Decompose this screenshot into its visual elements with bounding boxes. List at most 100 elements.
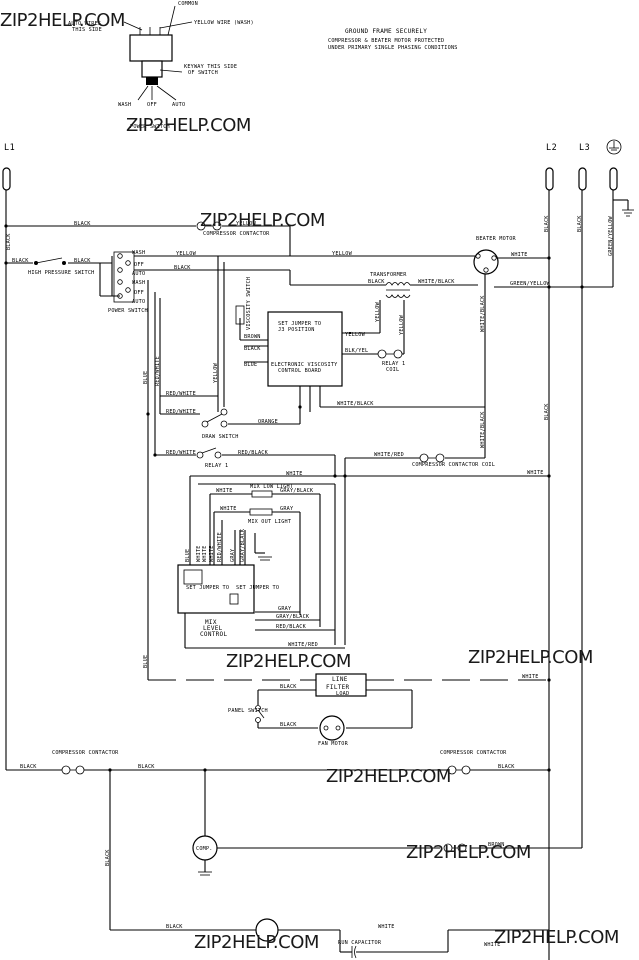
- wire-label: BLACK: [577, 215, 583, 232]
- wire-label: YELLOW: [213, 362, 219, 383]
- wire-label: WHITE: [216, 488, 233, 494]
- compressor-contactor-top: COMPRESSOR CONTACTOR: [196, 221, 270, 237]
- ground-connector: [609, 167, 618, 191]
- hp-switch-label: HIGH PRESSURE SWITCH: [28, 270, 94, 276]
- beater-motor-label: BEATER MOTOR: [476, 236, 517, 242]
- contactor-left-label: COMPRESSOR CONTACTOR: [52, 750, 119, 756]
- wire-label: YELLOW: [399, 314, 405, 335]
- wire-label: BROWN: [488, 842, 505, 848]
- terminal-l2-label: L2: [546, 143, 557, 153]
- switch-auto-label: AUTO: [172, 102, 185, 108]
- ps-off-1: OFF: [134, 262, 144, 268]
- wire-label: BLACK: [105, 849, 111, 866]
- mix-lights: MIX LOW LIGHT MIX OUT LIGHT: [248, 484, 293, 525]
- junction-dots: [4, 224, 584, 772]
- wire-label: YELLOW: [375, 301, 381, 322]
- terminal-l3: L3: [578, 143, 590, 191]
- wire-label: RED/BLACK: [238, 450, 269, 456]
- switch-yellow-wire-label: YELLOW WIRE (WASH): [194, 20, 254, 26]
- watermark: ZIP2HELP.COM: [226, 651, 351, 672]
- wire-label: BLACK: [74, 258, 91, 264]
- wire-label: BROWN: [244, 334, 261, 340]
- wire-label: WHITE: [522, 674, 539, 680]
- protect-note-1: COMPRESSOR & BEATER MOTOR PROTECTED: [328, 38, 444, 44]
- wire-label: WHITE/BLACK: [337, 401, 374, 407]
- ground-icon: [606, 139, 622, 155]
- ps-off-2: OFF: [134, 290, 144, 296]
- ps-auto-2: AUTO: [132, 299, 145, 305]
- mix-level-label-1: MIX: [205, 619, 217, 626]
- line-filter-label-3: LOAD: [336, 691, 349, 697]
- mix-out-light-label: MIX OUT LIGHT: [248, 519, 291, 525]
- wire-label: RED/WHITE: [166, 391, 196, 397]
- watermark: ZIP2HELP.COM: [0, 10, 125, 31]
- evb-jumper-2: J3 POSITION: [278, 327, 315, 333]
- compressor-contactor-right: COMPRESSOR CONTACTOR: [440, 750, 507, 775]
- watermark: ZIP2HELP.COM: [406, 842, 531, 863]
- wire-label: RED/BLACK: [276, 624, 307, 630]
- evb: SET JUMPER TO J3 POSITION ELECTRONIC VIS…: [267, 311, 343, 387]
- wire-label: BLUE: [185, 549, 191, 562]
- switch-body: [129, 34, 173, 62]
- protect-note-2: UNDER PRIMARY SINGLE PHASING CONDITIONS: [328, 45, 458, 51]
- switch-off-label: OFF: [147, 102, 157, 108]
- wire-label: GREEN/YELLOW: [608, 215, 614, 256]
- wire-label: WHITE: [196, 545, 202, 562]
- relay1-coil: RELAY 1 COIL: [377, 349, 405, 373]
- viscosity-label: VISCOSITY SWITCH: [246, 277, 252, 330]
- wire-label: WHITE/BLACK: [480, 295, 486, 332]
- ps-label: POWER SWITCH: [108, 308, 148, 314]
- relay1-coil-label-1: RELAY 1: [382, 361, 405, 367]
- watermark: ZIP2HELP.COM: [326, 766, 451, 787]
- notes: GROUND FRAME SECURELY COMPRESSOR & BEATE…: [328, 28, 458, 51]
- ps-wash-1: WASH: [132, 250, 145, 256]
- mix-jumper-label: SET JUMPER TO: [186, 585, 229, 591]
- wires: [5, 190, 634, 960]
- terminal-l2-connector: [545, 167, 554, 191]
- wire-label: WHITE/RED: [374, 452, 404, 458]
- wire-label: RED/WHITE: [166, 409, 196, 415]
- wire-label: WHITE: [202, 545, 208, 562]
- line-filter: LINE FILTER LOAD: [315, 673, 367, 697]
- run-capacitor-label: RUN CAPACITOR: [338, 940, 382, 946]
- switch-toggle: [146, 77, 158, 85]
- wire-label: GRAY: [280, 506, 294, 512]
- wire-label: WHITE: [527, 470, 544, 476]
- watermark: ZIP2HELP.COM: [200, 210, 325, 231]
- relay1-label: RELAY 1: [205, 463, 228, 469]
- wire-label: BLACK: [544, 215, 550, 232]
- wire-label: WHITE: [209, 545, 215, 562]
- wire-label: BLACK: [544, 403, 550, 420]
- wire-label: BLACK: [280, 722, 297, 728]
- power-switch: WASH OFF AUTO WASH OFF AUTO POWER SWITCH: [108, 250, 148, 314]
- mix-level-control: SET JUMPER TO SET JUMPER TO MIX LEVEL CO…: [177, 564, 279, 638]
- mix-level-box: [177, 564, 255, 614]
- wire-labels: BLACK YELLOW BLACK BLACK YELLOW YELLOW B…: [6, 215, 614, 948]
- wire-label: GRAY/BLACK: [276, 614, 310, 620]
- wire-label: ORANGE: [258, 419, 278, 425]
- power-switch-detail: COMMON AUTO WIRES THIS SIDE YELLOW WIRE …: [68, 1, 254, 130]
- panel-switch: PANEL SWITCH: [228, 705, 268, 723]
- terminal-l2: L2: [545, 143, 557, 191]
- draw-switch: DRAW SWITCH: [201, 408, 238, 440]
- comp-coil: COMPRESSOR CONTACTOR COIL: [412, 453, 495, 468]
- wire-label: RED/WHITE: [217, 532, 223, 562]
- fan-motor: FAN MOTOR: [318, 715, 348, 747]
- evb-jumper-1: SET JUMPER TO: [278, 321, 321, 327]
- mix-low-light-label: MIX LOW LIGHT: [250, 484, 293, 490]
- wire-label: WHITE: [286, 471, 303, 477]
- wire-label: BLACK: [280, 684, 297, 690]
- wire-label: WHITE: [511, 252, 528, 258]
- terminal-l1: L1: [2, 143, 15, 191]
- transformer-label: TRANSFORMER: [370, 272, 407, 278]
- wire-label: YELLOW: [176, 251, 197, 257]
- terminal-l3-connector: [578, 167, 587, 191]
- switch-this-side-label: THIS SIDE: [72, 27, 102, 33]
- wire-label: YELLOW: [345, 332, 366, 338]
- wire-label: BLACK: [12, 258, 29, 264]
- contactor-label-1: COMPRESSOR CONTACTOR: [203, 231, 270, 237]
- wire-label: RED/WHITE: [155, 356, 161, 386]
- wire-label: BLK/YEL: [345, 348, 368, 354]
- watermark: ZIP2HELP.COM: [194, 932, 319, 953]
